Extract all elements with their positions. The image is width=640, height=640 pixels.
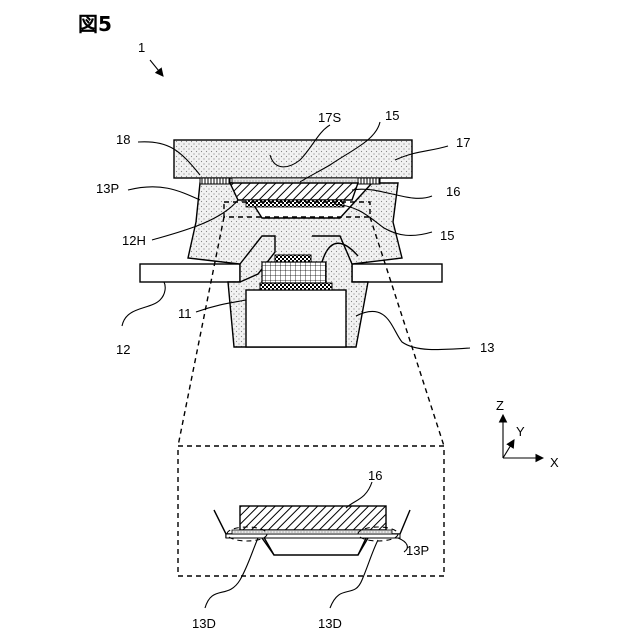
label-11: 11	[178, 306, 192, 321]
pad-18-left	[200, 178, 230, 184]
inset-label-16: 16	[368, 468, 382, 483]
chip-16	[230, 183, 358, 200]
inset-lower-plate	[226, 534, 400, 538]
zoom-line-right	[370, 217, 444, 446]
bond-layer-bottom	[260, 283, 332, 290]
label-13: 13	[480, 340, 494, 355]
pad-18-right	[358, 178, 380, 184]
label-15-top: 15	[385, 108, 399, 123]
label-1: 1	[138, 40, 145, 55]
axis-y-label: Y	[516, 424, 525, 439]
inset-label-13P: 13P	[406, 543, 429, 558]
axis-indicator: Z Y X	[496, 398, 559, 470]
axis-z-label: Z	[496, 398, 504, 413]
inset-label-13D-left: 13D	[192, 616, 216, 631]
layer-17S	[232, 178, 358, 183]
label-13P: 13P	[96, 181, 119, 196]
die-11	[262, 262, 326, 283]
zoom-inset: 16 13P 13D 13D	[178, 446, 444, 631]
label-17S: 17S	[318, 110, 341, 125]
cross-section	[140, 140, 444, 446]
axis-x-label: X	[550, 455, 559, 470]
label-17: 17	[456, 135, 470, 150]
label-16: 16	[446, 184, 460, 199]
inset-leader-13D-right	[330, 540, 378, 608]
leader-13	[356, 311, 470, 349]
inset-chip-16	[240, 506, 386, 530]
axis-y-arrow	[503, 440, 514, 458]
inset-label-13D-right: 13D	[318, 616, 342, 631]
inset-leader-13D-left	[205, 538, 258, 608]
label-12H: 12H	[122, 233, 146, 248]
leader-13P	[128, 187, 200, 200]
inset-leader-16	[346, 482, 372, 508]
lid-17	[174, 140, 412, 178]
inset-layer	[232, 530, 392, 534]
label-18: 18	[116, 132, 130, 147]
bond-layer-top	[275, 255, 311, 262]
frame-12-left	[140, 264, 240, 282]
arrow-1	[150, 60, 163, 76]
leader-12	[122, 282, 165, 326]
frame-12-right	[352, 264, 442, 282]
label-12: 12	[116, 342, 130, 357]
underfill-15	[246, 200, 344, 207]
base-block	[246, 290, 346, 347]
label-15-right: 15	[440, 228, 454, 243]
